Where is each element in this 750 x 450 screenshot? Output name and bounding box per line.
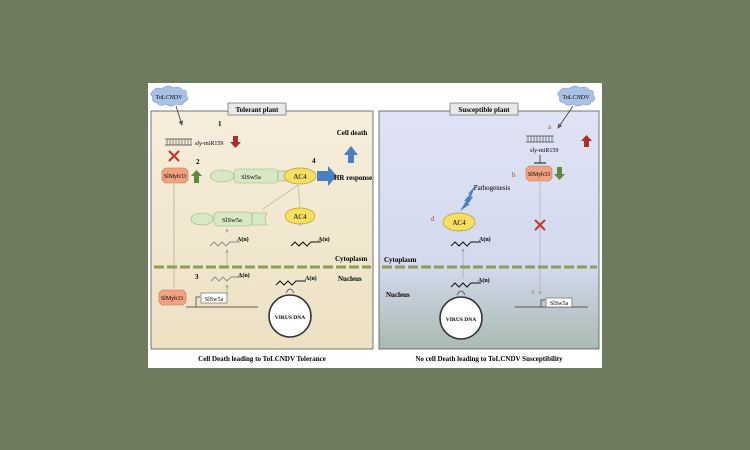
mirna-duplex-left — [165, 138, 192, 146]
mirna-label-left: sly-miR159 — [195, 141, 223, 147]
pathogenesis-bolt — [460, 186, 475, 211]
virus-entry-arrow-right — [557, 105, 574, 129]
virus-dna-circle-right — [439, 296, 483, 340]
pathogenesis-label: Pathogenesis — [474, 184, 511, 192]
promoter-right — [540, 299, 545, 307]
viral-mrna-right-nuc — [450, 282, 481, 288]
myb33-box-left-bottom — [158, 289, 187, 306]
sw5a-gene-box-left — [200, 292, 228, 304]
blocked-cross-right — [534, 219, 546, 231]
step-d-label: d — [431, 215, 435, 223]
ac4-to-ac4-line — [297, 184, 301, 208]
ac4-to-sw5a-line — [262, 184, 299, 210]
susceptible-panel — [378, 110, 600, 350]
virus-dna-loop-right — [456, 290, 466, 296]
myb33-box-left-top — [161, 167, 189, 184]
step-2-label: 2 — [196, 158, 200, 166]
inhibition-cross-left — [168, 150, 180, 162]
ac4-label-mid: AC4 — [293, 213, 307, 221]
sw5a-label-top: SlSw5a — [241, 174, 261, 181]
mrna-squiggle-left-nuc — [210, 276, 241, 282]
virus-badge-right — [557, 85, 595, 107]
polya-viral-left-cyto: A(n) — [318, 236, 330, 243]
sw5a-gene-label-left: SlSw5a — [205, 297, 224, 303]
sw5a-gene-box-right — [545, 297, 573, 308]
myb33-label-left-bottom: SlMyb33 — [161, 296, 183, 302]
virus-dna-circle-left — [268, 294, 312, 338]
mirna-up-arrow — [581, 135, 592, 147]
virus-badge-left — [150, 85, 188, 107]
hr-blue-arrow — [317, 166, 337, 186]
virus-entry-arrow-left — [175, 105, 184, 126]
mrna-squiggle-left-cyto — [209, 241, 240, 247]
virus-badge-right-label: ToLCNDV — [563, 95, 591, 101]
sw5a-protein-chain-mid — [190, 211, 268, 227]
susceptible-title: Susceptible plant — [458, 106, 510, 114]
ac4-oval-right — [442, 212, 476, 232]
myb33-down-arrow — [554, 167, 565, 180]
susceptible-title-tab — [449, 102, 519, 116]
polya-left-nuc: A(n) — [238, 272, 250, 279]
step-b-label: b — [512, 171, 516, 179]
myb33-label-left-top: SlMyb33 — [164, 174, 186, 180]
myb33-label-right: SlMyb33 — [528, 172, 550, 178]
ac4-label-right: AC4 — [452, 219, 466, 227]
step-1-label: 1 — [218, 120, 222, 128]
hr-response-label: HR response — [334, 174, 372, 182]
sw5a-label-mid: SlSw5a — [222, 217, 242, 224]
virus-dna-label-right: VIRUS DNA — [446, 317, 476, 323]
sw5a-gene-label-right: SlSw5a — [550, 301, 569, 307]
ac4-label-top: AC4 — [293, 173, 307, 181]
polya-viral-right-nuc: A(n) — [478, 277, 490, 284]
virus-badge-left-label: ToLCNDV — [156, 95, 184, 101]
step-3-label: 3 — [195, 273, 199, 281]
step-a-label: a — [548, 123, 552, 131]
myb33-box-right — [525, 165, 553, 182]
mirna-duplex-right — [526, 135, 554, 143]
tolerant-panel — [150, 110, 374, 350]
cell-death-up-arrow — [344, 146, 358, 163]
myb33-up-arrow — [191, 170, 202, 183]
polya-viral-left-nuc: A(n) — [305, 275, 317, 282]
cytoplasm-label-right: Cytoplasm — [384, 256, 416, 264]
tolerant-caption: Cell Death leading to ToLCNDV Tolerance — [198, 355, 326, 363]
viral-mrna-left-nuc — [275, 280, 306, 286]
figure: Tolerant plant ToLCNDV 1 2 3 4 sly-miR15… — [148, 83, 602, 368]
nucleus-label-left: Nucleus — [338, 275, 362, 283]
step-c-label: c — [532, 288, 535, 296]
virus-dna-loop-left — [285, 288, 295, 294]
nucleus-label-right: Nucleus — [386, 291, 410, 299]
cell-death-label: Cell death — [337, 129, 368, 137]
mirna-label-right: sly-miR159 — [530, 148, 558, 154]
diagram-svg: Tolerant plant ToLCNDV 1 2 3 4 sly-miR15… — [150, 85, 600, 363]
viral-mrna-right-cyto — [450, 241, 481, 247]
cytoplasm-label-left: Cytoplasm — [335, 255, 367, 263]
ac4-oval-top — [283, 167, 317, 185]
polya-left-cyto: A(n) — [237, 236, 249, 243]
tolerant-title-tab — [227, 102, 287, 116]
polya-viral-right-cyto: A(n) — [479, 236, 491, 243]
tolerant-title: Tolerant plant — [236, 106, 279, 114]
viral-mrna-left-cyto — [290, 241, 321, 247]
sw5a-protein-chain-top — [209, 168, 289, 184]
step-4-label: 4 — [312, 157, 316, 165]
susceptible-caption: No cell Death leading to ToLCNDV Suscept… — [415, 355, 563, 363]
promoter-left — [195, 296, 200, 307]
mirna-down-arrow — [230, 136, 241, 148]
virus-dna-label-left: VIRUS DNA — [275, 315, 305, 321]
